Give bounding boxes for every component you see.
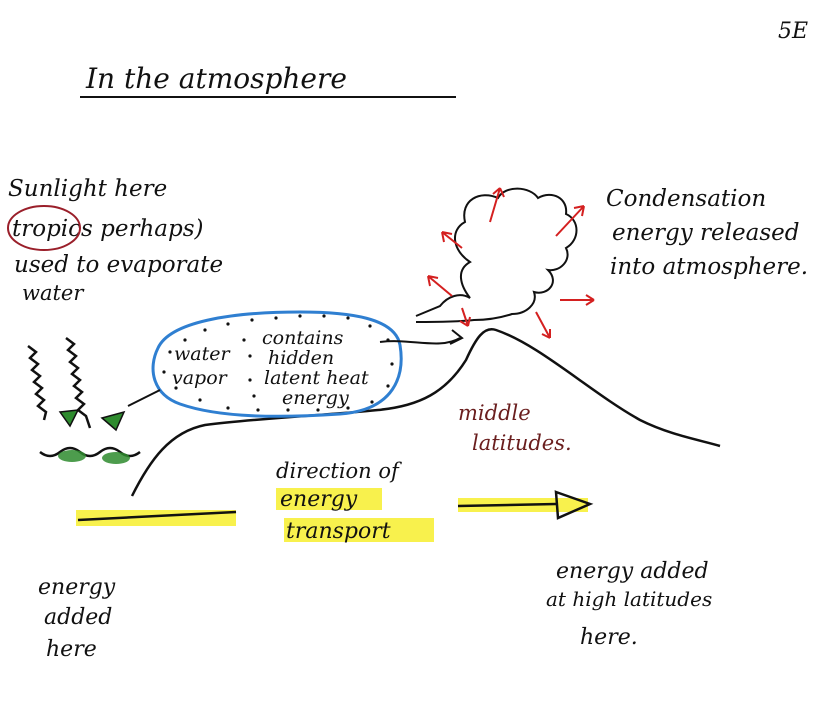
terrain-profile [130,328,721,497]
highlight-transport [284,518,434,542]
red-arrow-s [535,311,551,339]
condensation-note: Condensation energy released into atmosp… [606,186,808,280]
ray-left-arrowhead [58,409,80,428]
page-number: 5E [778,19,808,44]
bubble-latent-heat: latent heat [264,367,369,389]
condensation-line-2: energy released [612,220,799,246]
latitudes-label: latitudes. [472,431,572,455]
sunlight-line-3: used to evaporate [14,252,223,278]
red-arrow-e [560,294,595,306]
bubble-hidden: hidden [268,347,334,369]
tropics-circle [7,205,81,251]
transport-energy: energy [280,487,358,512]
condensation-line-1: Condensation [606,186,766,212]
sunlight-line-4: water [22,281,85,305]
transport-arrowhead [554,490,594,520]
sunlight-line-2: tropics perhaps) [12,216,204,242]
bubble-to-cloud-arrow [379,337,461,345]
right-here: here. [580,625,638,650]
ray-left [27,345,48,421]
bubble-water: water [174,343,231,365]
water-vapor-bubble: water vapor contains hidden latent heat … [151,310,403,418]
sunlight-rays [27,337,92,429]
left-here: here [46,637,97,662]
condensation-line-3: into atmosphere. [610,254,808,280]
ray-to-bubble-line [127,389,161,407]
red-arrow-sw [459,307,471,327]
ray-arrowheads [58,409,126,432]
red-arrow-ne [555,205,585,237]
bubble-vapor: vapor [172,367,229,389]
transport-line-right [457,502,557,508]
transport-direction-of: direction of [276,459,402,483]
transport-line-left [77,510,237,522]
red-arrow-n [489,187,505,223]
middle-label: middle [458,401,531,425]
left-added: added [44,605,112,630]
bubble-outline [151,310,403,418]
page-title: In the atmosphere [85,62,347,95]
highlight-energy [276,488,382,510]
grass-patch-1 [58,450,86,462]
bubble-to-cloud-arrowhead [449,329,464,345]
energy-added-left: energy added here [38,575,116,662]
grass-surface [39,446,141,464]
transport-transport: transport [286,519,391,544]
bubble-contains: contains [262,327,344,349]
sunlight-note: Sunlight here tropics perhaps) used to e… [7,176,223,305]
left-energy: energy [38,575,116,600]
red-arrow-nw [441,231,463,249]
energy-added-right: energy added at high latitudes here. [546,559,712,650]
cumulus-cloud [415,187,578,323]
right-high-latitudes: at high latitudes [546,587,712,611]
bubble-energy: energy [282,387,349,409]
ray-right-arrowhead [100,410,126,432]
red-arrow-w [427,275,453,297]
grass-patch-2 [102,452,130,464]
energy-release-arrows [427,187,595,339]
sunlight-line-1: Sunlight here [8,176,167,202]
right-energy-added: energy added [556,559,709,584]
energy-transport: direction of energy transport [76,459,594,544]
ray-right [65,337,92,429]
